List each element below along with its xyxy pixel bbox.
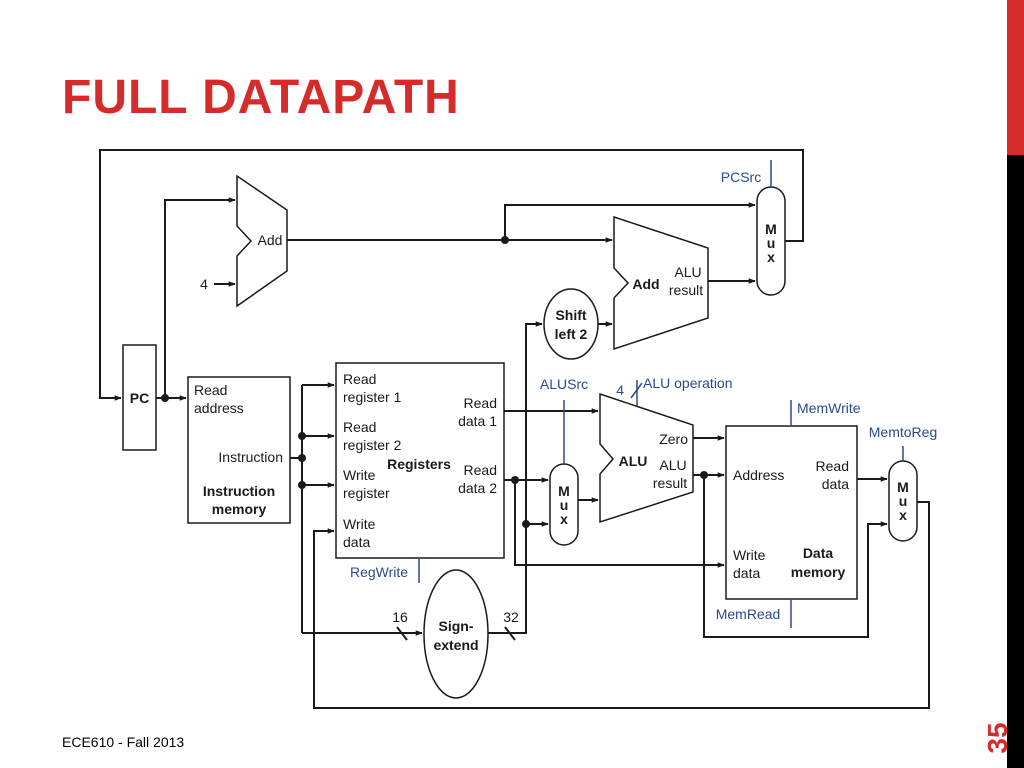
accent-bar-red (1007, 0, 1024, 155)
slide-title: FULL DATAPATH (62, 71, 460, 124)
shift-left-line2: left 2 (555, 326, 588, 342)
alu-src-mux: M u x (549, 463, 579, 546)
pcsrc-label: PCSrc (721, 169, 761, 185)
rf-read-data1-line2: data 1 (458, 413, 497, 429)
memwrite-label: MemWrite (797, 400, 861, 416)
instruction-memory: Read address Instruction Instruction mem… (187, 376, 291, 524)
rf-read-reg2-line1: Read (343, 419, 376, 435)
page-number: 35 (982, 722, 1013, 754)
slide-footer: ECE610 - Fall 2013 (62, 734, 185, 750)
bus-width-16: 16 (392, 609, 408, 625)
alu-result-line1: ALU (659, 457, 686, 473)
dm-read-data-line2: data (822, 476, 849, 492)
rf-write-reg-line2: register (343, 485, 390, 501)
rf-write-data-line1: Write (343, 516, 376, 532)
branch-adder-label: Add (632, 276, 659, 292)
rf-read-data2-line2: data 2 (458, 480, 497, 496)
sign-extend: Sign- extend (423, 569, 489, 699)
rf-title: Registers (387, 456, 451, 472)
alu-operation-label: ALU operation (643, 375, 733, 391)
alu-zero-label: Zero (659, 431, 688, 447)
regwrite-label: RegWrite (350, 564, 408, 580)
bus-width-32: 32 (503, 609, 519, 625)
branch-adder: Add ALU result (613, 215, 709, 351)
alu-result-line2: result (653, 475, 687, 491)
constant-four: 4 (200, 276, 208, 292)
pc-adder-label: Add (258, 232, 283, 248)
rf-read-data1-line1: Read (464, 395, 497, 411)
memread-label: MemRead (716, 606, 781, 622)
data-wires (99, 149, 930, 709)
dm-write-data-line1: Write (733, 547, 766, 563)
dm-write-data-line2: data (733, 565, 760, 581)
rf-read-reg2-line2: register 2 (343, 437, 402, 453)
rf-read-data2-line1: Read (464, 462, 497, 478)
alu-op-width: 4 (616, 382, 624, 398)
shift-left-line1: Shift (555, 307, 586, 323)
main-alu: ALU Zero ALU result (599, 392, 694, 524)
sign-extend-line1: Sign- (439, 618, 474, 634)
data-memory: Address Read data Write data Data memory (725, 425, 858, 600)
dm-title-line2: memory (791, 564, 846, 580)
memtoreg-mux-m: M (897, 479, 909, 495)
accent-bar-black (1007, 155, 1024, 768)
branch-alu-result-line2: result (669, 282, 703, 298)
sign-extend-line2: extend (433, 637, 478, 653)
memtoreg-mux-u: u (899, 493, 908, 509)
im-read-address-line1: Read (194, 382, 227, 398)
dm-address-label: Address (733, 467, 784, 483)
alusrc-mux-x: x (560, 511, 568, 527)
memtoreg-label: MemtoReg (869, 424, 937, 440)
im-instruction-label: Instruction (218, 449, 283, 465)
junction-dots (161, 236, 708, 528)
memtoreg-mux-x: x (899, 507, 907, 523)
alusrc-mux-u: u (560, 497, 569, 513)
alusrc-mux-m: M (558, 483, 570, 499)
pc-mux-m: M (765, 221, 777, 237)
rf-read-reg1-line2: register 1 (343, 389, 402, 405)
control-signals: PCSrc ALUSrc 4 ALU operation MemWrite Me… (350, 160, 937, 628)
register-file: Read register 1 Read register 2 Write re… (335, 362, 505, 559)
im-title-line2: memory (212, 501, 267, 517)
pc-mux-x: x (767, 249, 775, 265)
shift-left-2: Shift left 2 (543, 288, 599, 360)
alu-label: ALU (619, 453, 648, 469)
memtoreg-mux: M u x (888, 460, 918, 542)
branch-alu-result-line1: ALU (674, 264, 701, 280)
rf-write-data-line2: data (343, 534, 370, 550)
datapath-diagram: PC Add 4 Read address Instruction Instru… (99, 149, 937, 709)
dm-read-data-line1: Read (816, 458, 849, 474)
pc-register: PC (122, 344, 157, 451)
im-read-address-line2: address (194, 400, 244, 416)
rf-write-reg-line1: Write (343, 467, 376, 483)
pc-label: PC (130, 390, 149, 406)
pc-adder: Add (236, 174, 288, 308)
pc-mux: M u x (756, 186, 786, 296)
im-title-line1: Instruction (203, 483, 275, 499)
pc-mux-u: u (767, 235, 776, 251)
alusrc-label: ALUSrc (540, 376, 588, 392)
rf-read-reg1-line1: Read (343, 371, 376, 387)
dm-title-line1: Data (803, 545, 834, 561)
